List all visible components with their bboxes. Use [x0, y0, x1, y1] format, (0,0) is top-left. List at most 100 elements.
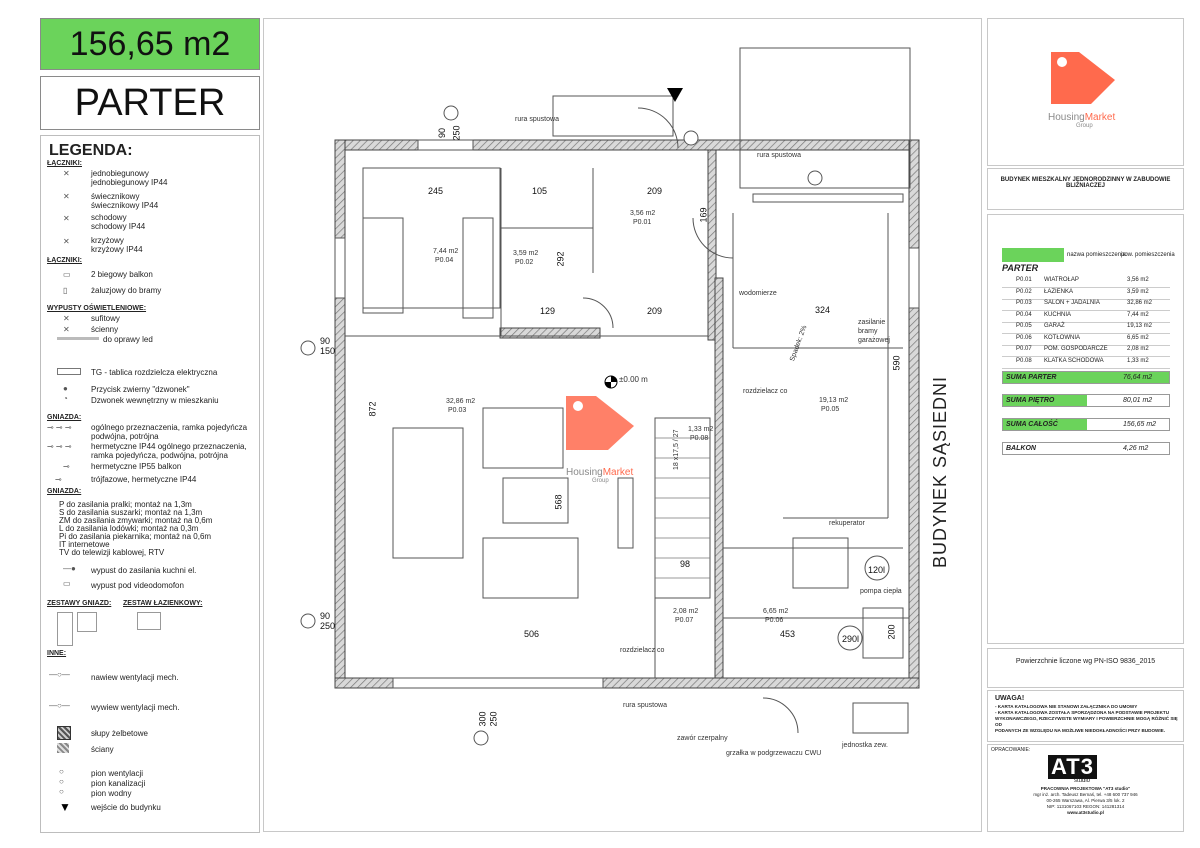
- legend-item: wypust pod videodomofon: [91, 581, 184, 590]
- doorbell-button-icon: ●: [63, 384, 68, 393]
- socket-icon: ⊸ ⊸ ⊸: [47, 423, 72, 432]
- wall-light-icon: ✕: [63, 325, 70, 334]
- dimension: 506: [524, 629, 540, 639]
- floor-name-box: PARTER: [40, 76, 260, 130]
- legend-item: krzyżowy IP44: [91, 245, 143, 254]
- room-area: 7,44 m2: [1127, 311, 1149, 318]
- dimension: 872: [367, 401, 378, 417]
- recuperator-label: rekuperator: [829, 520, 865, 527]
- floor-plan-drawing: [300, 47, 920, 746]
- dimension: 453: [780, 629, 796, 639]
- legend-section-title: ŁĄCZNIKI:: [47, 257, 82, 264]
- heating-manifold-label: rozdzielacz co: [620, 647, 665, 654]
- outdoor-unit-label: jednostka zew.: [842, 742, 888, 749]
- room-id: P0.05: [821, 406, 840, 413]
- dimension: 292: [555, 251, 566, 267]
- legend-item: 2 biegowy balkon: [91, 270, 153, 279]
- project-title: BUDYNEK MIESZKALNY JEDNORODZINNY W ZABUD…: [1000, 177, 1171, 189]
- dimension: 90: [320, 336, 331, 346]
- author-panel: [987, 744, 1184, 832]
- water-meter-label: wodomierze: [739, 290, 777, 297]
- room-area: 32,86 m2: [446, 398, 476, 405]
- author-details: PRACOWNIA PROJEKTOWA "AT3 studio"mgr inż…: [1033, 786, 1138, 815]
- room-id: P0.06: [1016, 334, 1032, 341]
- legend-item: słupy żelbetowe: [91, 729, 148, 738]
- legend-item: sufitowy: [91, 314, 120, 323]
- table-row: P0.06 KOTŁOWNIA 6,65 m2: [1002, 334, 1170, 346]
- room-id: P0.08: [1016, 357, 1032, 364]
- three-phase-socket-icon: ⊸: [55, 475, 62, 484]
- valve-label: zawór czerpalny: [677, 735, 728, 742]
- legend-item: hermetyczne IP55 balkon: [91, 462, 182, 471]
- legend-section-title: INNE:: [47, 650, 67, 657]
- legend-item: do oprawy led: [103, 335, 153, 344]
- legend-item: świecznikowy: [91, 192, 140, 201]
- legend-section-title: GNIAZDA:: [47, 488, 82, 495]
- room-name: KOTŁOWNIA: [1044, 334, 1081, 341]
- floor-plan-panel: [263, 18, 982, 832]
- legend-item: jednobiegunowy: [91, 169, 149, 178]
- legend-item: pion kanalizacji: [91, 779, 146, 788]
- legend-section-title: ŁĄCZNIKI:: [47, 160, 82, 167]
- legend-item: schodowy: [91, 213, 127, 222]
- table-level: PARTER: [1002, 263, 1039, 273]
- watermark-logo-icon: [566, 396, 634, 450]
- bathroom-set-icon: [137, 612, 161, 630]
- legend-item: Pi do zasilania piekarnika; montaż na 0,…: [59, 532, 212, 541]
- dimension: 98: [680, 559, 691, 569]
- legend-item: wejście do budynku: [91, 803, 161, 812]
- switch-icon: ✕: [63, 237, 70, 246]
- room-id: P0.03: [1016, 300, 1032, 306]
- entrance-icon: [667, 88, 683, 102]
- room-area: 32,86 m2: [1127, 300, 1153, 306]
- dimension: 129: [540, 306, 556, 316]
- table-header: pow. pomieszczenia: [1121, 252, 1175, 258]
- socket-sets-title: ZESTAWY GNIAZD:: [47, 600, 112, 607]
- dimension: 209: [647, 186, 663, 196]
- legend-item: trójfazowe, hermetyczne IP44: [91, 475, 197, 484]
- legend-item: S do zasilania suszarki; montaż na 1,3m: [59, 508, 203, 517]
- logo-panel: [987, 18, 1184, 166]
- room-id: P0.01: [1016, 277, 1032, 283]
- garage-gate-power-label: zasilanie bramy garażowej: [858, 319, 890, 344]
- vent-riser-icon: ○: [59, 767, 64, 776]
- heating-manifold-label: rozdzielacz co: [743, 388, 788, 395]
- dimension: 590: [891, 355, 902, 371]
- legend-item: hermetyczne IP44 ogólnego przeznaczenia,: [91, 442, 247, 451]
- room-name: WIATROŁAP: [1044, 277, 1079, 283]
- room-area: 3,59 m2: [1127, 288, 1149, 295]
- logo-text: HousingMarket: [1048, 112, 1116, 123]
- socket-ip55-icon: ⊸: [63, 462, 70, 471]
- dimension: 245: [428, 186, 444, 196]
- room-area: 6,65 m2: [1127, 334, 1149, 341]
- dimension: 169: [698, 207, 709, 223]
- sewer-riser-icon: ○: [59, 777, 64, 786]
- at3-logo-sub: studio: [1074, 778, 1091, 784]
- room-id: P0.08: [690, 435, 709, 442]
- logo-subtext: Group: [1076, 123, 1093, 129]
- author-label: OPRACOWANIE:: [991, 747, 1031, 753]
- legend-item: jednobiegunowy IP44: [91, 178, 168, 187]
- dimension: 90: [320, 611, 331, 621]
- notes-title: UWAGA!: [995, 695, 1025, 702]
- room-id: P0.04: [1016, 311, 1032, 318]
- total-area-box: 156,65 m2: [40, 18, 260, 70]
- room-area: 19,13 m2: [819, 397, 849, 404]
- supply-vent-icon: —○—: [49, 670, 70, 679]
- entrance-icon: ▼: [59, 800, 71, 814]
- tank-capacity: 290l: [842, 634, 860, 644]
- legend-item: IT internetowe: [59, 540, 110, 549]
- dimension: 324: [815, 305, 831, 315]
- room-id: P0.02: [1016, 288, 1032, 295]
- room-area: 19,13 m2: [1127, 323, 1153, 329]
- dimension: 105: [532, 186, 548, 196]
- area-table-panel: [987, 214, 1184, 644]
- doorbell-icon: ◔: [63, 394, 68, 403]
- balcony-switch-icon: ▭: [63, 270, 71, 279]
- exhaust-vent-icon: —○—: [49, 701, 70, 710]
